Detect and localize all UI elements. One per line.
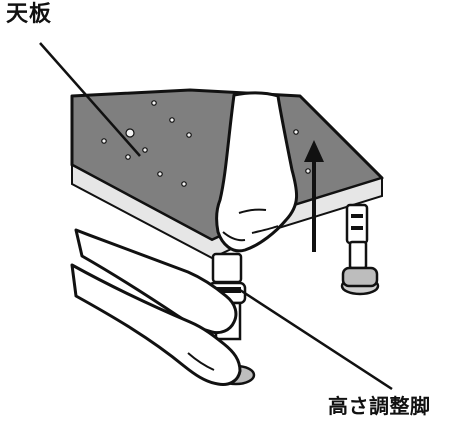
tabletop-label: 天板 — [6, 2, 53, 27]
lower-hand — [70, 228, 242, 386]
up-arrow-icon — [304, 140, 324, 252]
height-adjust-leg-label: 高さ調整脚 — [328, 394, 431, 418]
upper-hand — [215, 91, 298, 253]
adjustable-leg-right — [340, 203, 380, 296]
tabletop-leader-line — [39, 42, 141, 157]
leg-leader-line — [239, 288, 393, 391]
